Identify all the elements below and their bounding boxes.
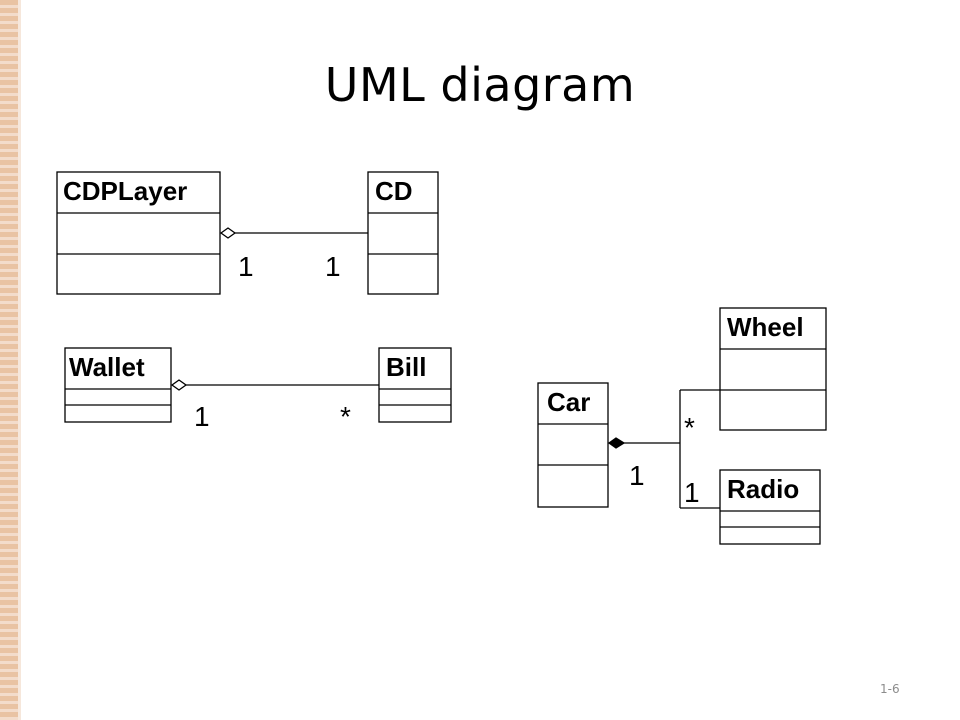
composition-diamond	[607, 437, 626, 449]
class-name-car: Car	[547, 387, 590, 417]
aggregation-diamond	[170, 379, 188, 391]
class-cd[interactable]	[367, 171, 439, 295]
association-wallet-bill	[170, 379, 379, 391]
aggregation-diamond	[219, 227, 237, 239]
class-name-cdplayer: CDPLayer	[63, 176, 187, 206]
multiplicity-cd: 1	[325, 251, 341, 282]
class-name-wallet: Wallet	[69, 352, 145, 382]
class-name-bill: Bill	[386, 352, 426, 382]
class-wheel[interactable]	[719, 307, 827, 431]
class-wallet[interactable]	[64, 347, 172, 423]
multiplicity-cdplayer: 1	[238, 251, 254, 282]
decorative-left-strip	[0, 0, 18, 720]
class-bill[interactable]	[378, 347, 452, 423]
multiplicity-wallet: 1	[194, 401, 210, 432]
slide-number: 1-6	[880, 682, 900, 696]
multiplicity-wheel: *	[684, 412, 695, 443]
decorative-left-strip-edge	[18, 0, 21, 720]
class-name-radio: Radio	[727, 474, 799, 504]
multiplicity-radio: 1	[684, 477, 700, 508]
class-car[interactable]	[537, 382, 609, 508]
class-radio[interactable]	[719, 469, 821, 545]
association-cdplayer-cd	[219, 227, 368, 239]
multiplicity-car: 1	[629, 460, 645, 491]
class-cdplayer[interactable]	[56, 171, 221, 295]
association-car-parts	[607, 389, 720, 509]
class-name-wheel: Wheel	[727, 312, 804, 342]
multiplicity-bill: *	[340, 401, 351, 432]
class-name-cd: CD	[375, 176, 413, 206]
slide-title: UML diagram	[324, 58, 636, 112]
